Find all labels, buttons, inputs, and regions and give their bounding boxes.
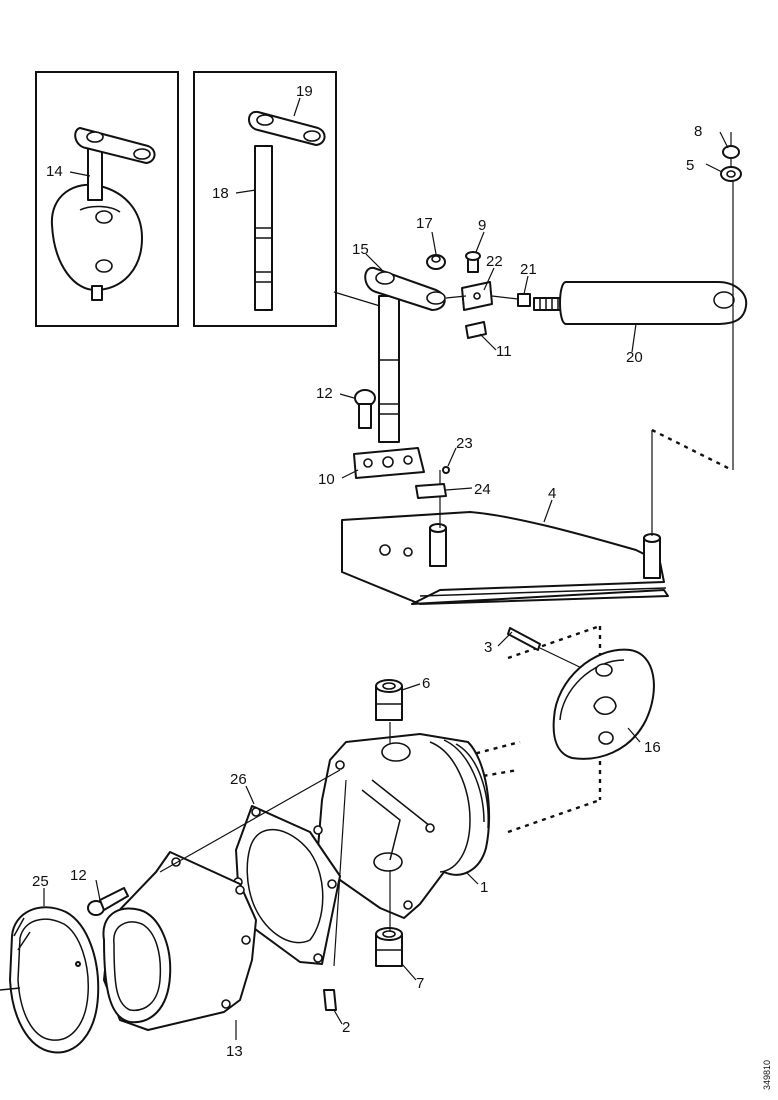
washers-8-5 [720, 132, 742, 470]
label-1: 1 [480, 879, 488, 896]
part-13-hub [102, 769, 347, 1031]
label-13: 13 [226, 1043, 243, 1060]
part-16-cam-plate [552, 648, 655, 760]
label-22: 22 [486, 253, 503, 270]
part-25-clamp-ring [0, 906, 100, 1054]
part-labels: 14 18 19 15 17 9 22 21 11 20 12 10 23 24… [32, 83, 702, 1060]
label-10: 10 [318, 471, 335, 488]
label-11: 11 [496, 343, 512, 360]
part-7-bushing [375, 927, 403, 967]
label-26: 26 [230, 771, 247, 788]
label-4: 4 [548, 485, 556, 502]
label-25: 25 [32, 873, 49, 890]
part-1-housing [313, 722, 491, 932]
label-15: 15 [352, 241, 369, 258]
label-18: 18 [212, 185, 229, 202]
parts-23-24 [415, 466, 450, 499]
part-10-plate [353, 447, 425, 479]
leader-lines [43, 97, 729, 1040]
label-2: 2 [342, 1019, 350, 1036]
inset-box-14 [35, 71, 179, 327]
label-23: 23 [456, 435, 473, 452]
part-4-bracket [341, 430, 669, 605]
label-12-upper: 12 [316, 385, 333, 402]
inset-box-18-19 [193, 71, 337, 327]
label-16: 16 [644, 739, 661, 756]
label-6: 6 [422, 675, 430, 692]
label-19: 19 [296, 83, 313, 100]
label-7: 7 [416, 975, 424, 992]
label-24: 24 [474, 481, 491, 498]
label-3: 3 [484, 639, 492, 656]
label-9: 9 [478, 217, 486, 234]
label-12-lower: 12 [70, 867, 87, 884]
label-8: 8 [694, 123, 702, 140]
label-17: 17 [416, 215, 433, 232]
label-20: 20 [626, 349, 643, 366]
label-14: 14 [46, 163, 63, 180]
part-15-shaft-lever [333, 266, 446, 443]
label-5: 5 [686, 157, 694, 174]
part-12-bolt-lower [87, 887, 129, 916]
part-20-cylinder [533, 281, 748, 325]
part-6-bushing [375, 679, 403, 721]
drawing-code: 349810 [762, 1060, 772, 1090]
part-2-pin [323, 989, 337, 1011]
label-21: 21 [520, 261, 537, 278]
part-26-gasket [233, 805, 341, 965]
part-12-bolt-upper [354, 389, 376, 429]
